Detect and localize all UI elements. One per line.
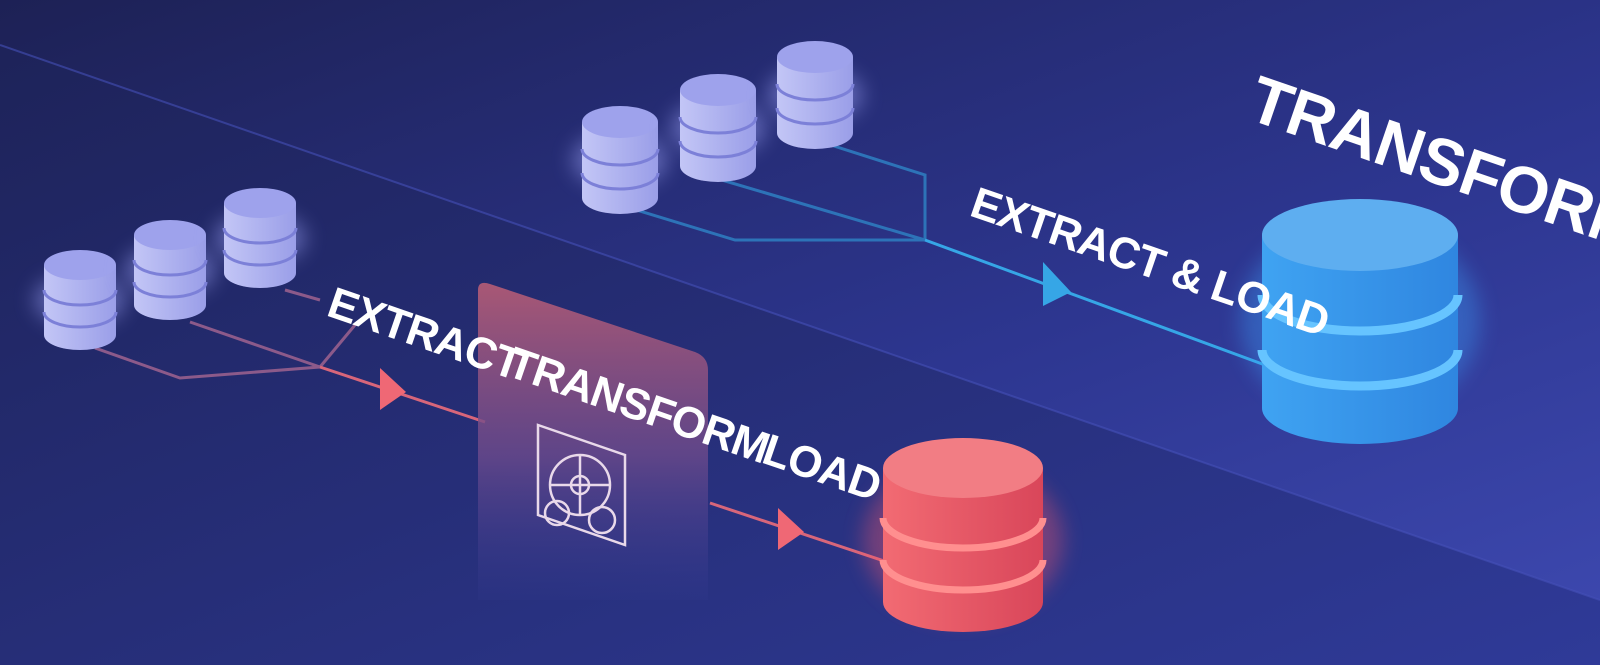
database-icon <box>767 41 863 149</box>
database-icon <box>214 188 306 288</box>
plane-divider <box>0 44 1600 601</box>
arrow-head-icon <box>778 508 804 550</box>
source-databases-etl <box>34 188 306 350</box>
database-icon <box>34 250 126 350</box>
etl-lines <box>94 288 357 380</box>
transform-panel <box>478 282 708 600</box>
arrow-head-icon <box>1043 262 1071 306</box>
source-databases-elt <box>572 41 863 214</box>
extract-load-line <box>924 238 1266 367</box>
extract-line <box>319 365 486 424</box>
gears-icon <box>536 423 627 547</box>
elt-lines <box>619 138 927 242</box>
etl-warehouse-database-icon <box>863 438 1063 632</box>
database-icon <box>572 106 668 214</box>
database-icon <box>124 220 216 320</box>
elt-warehouse-database-icon <box>1240 199 1480 444</box>
upper-plane <box>0 0 1600 600</box>
arrow-head-icon <box>380 368 406 410</box>
database-icon <box>670 74 766 182</box>
